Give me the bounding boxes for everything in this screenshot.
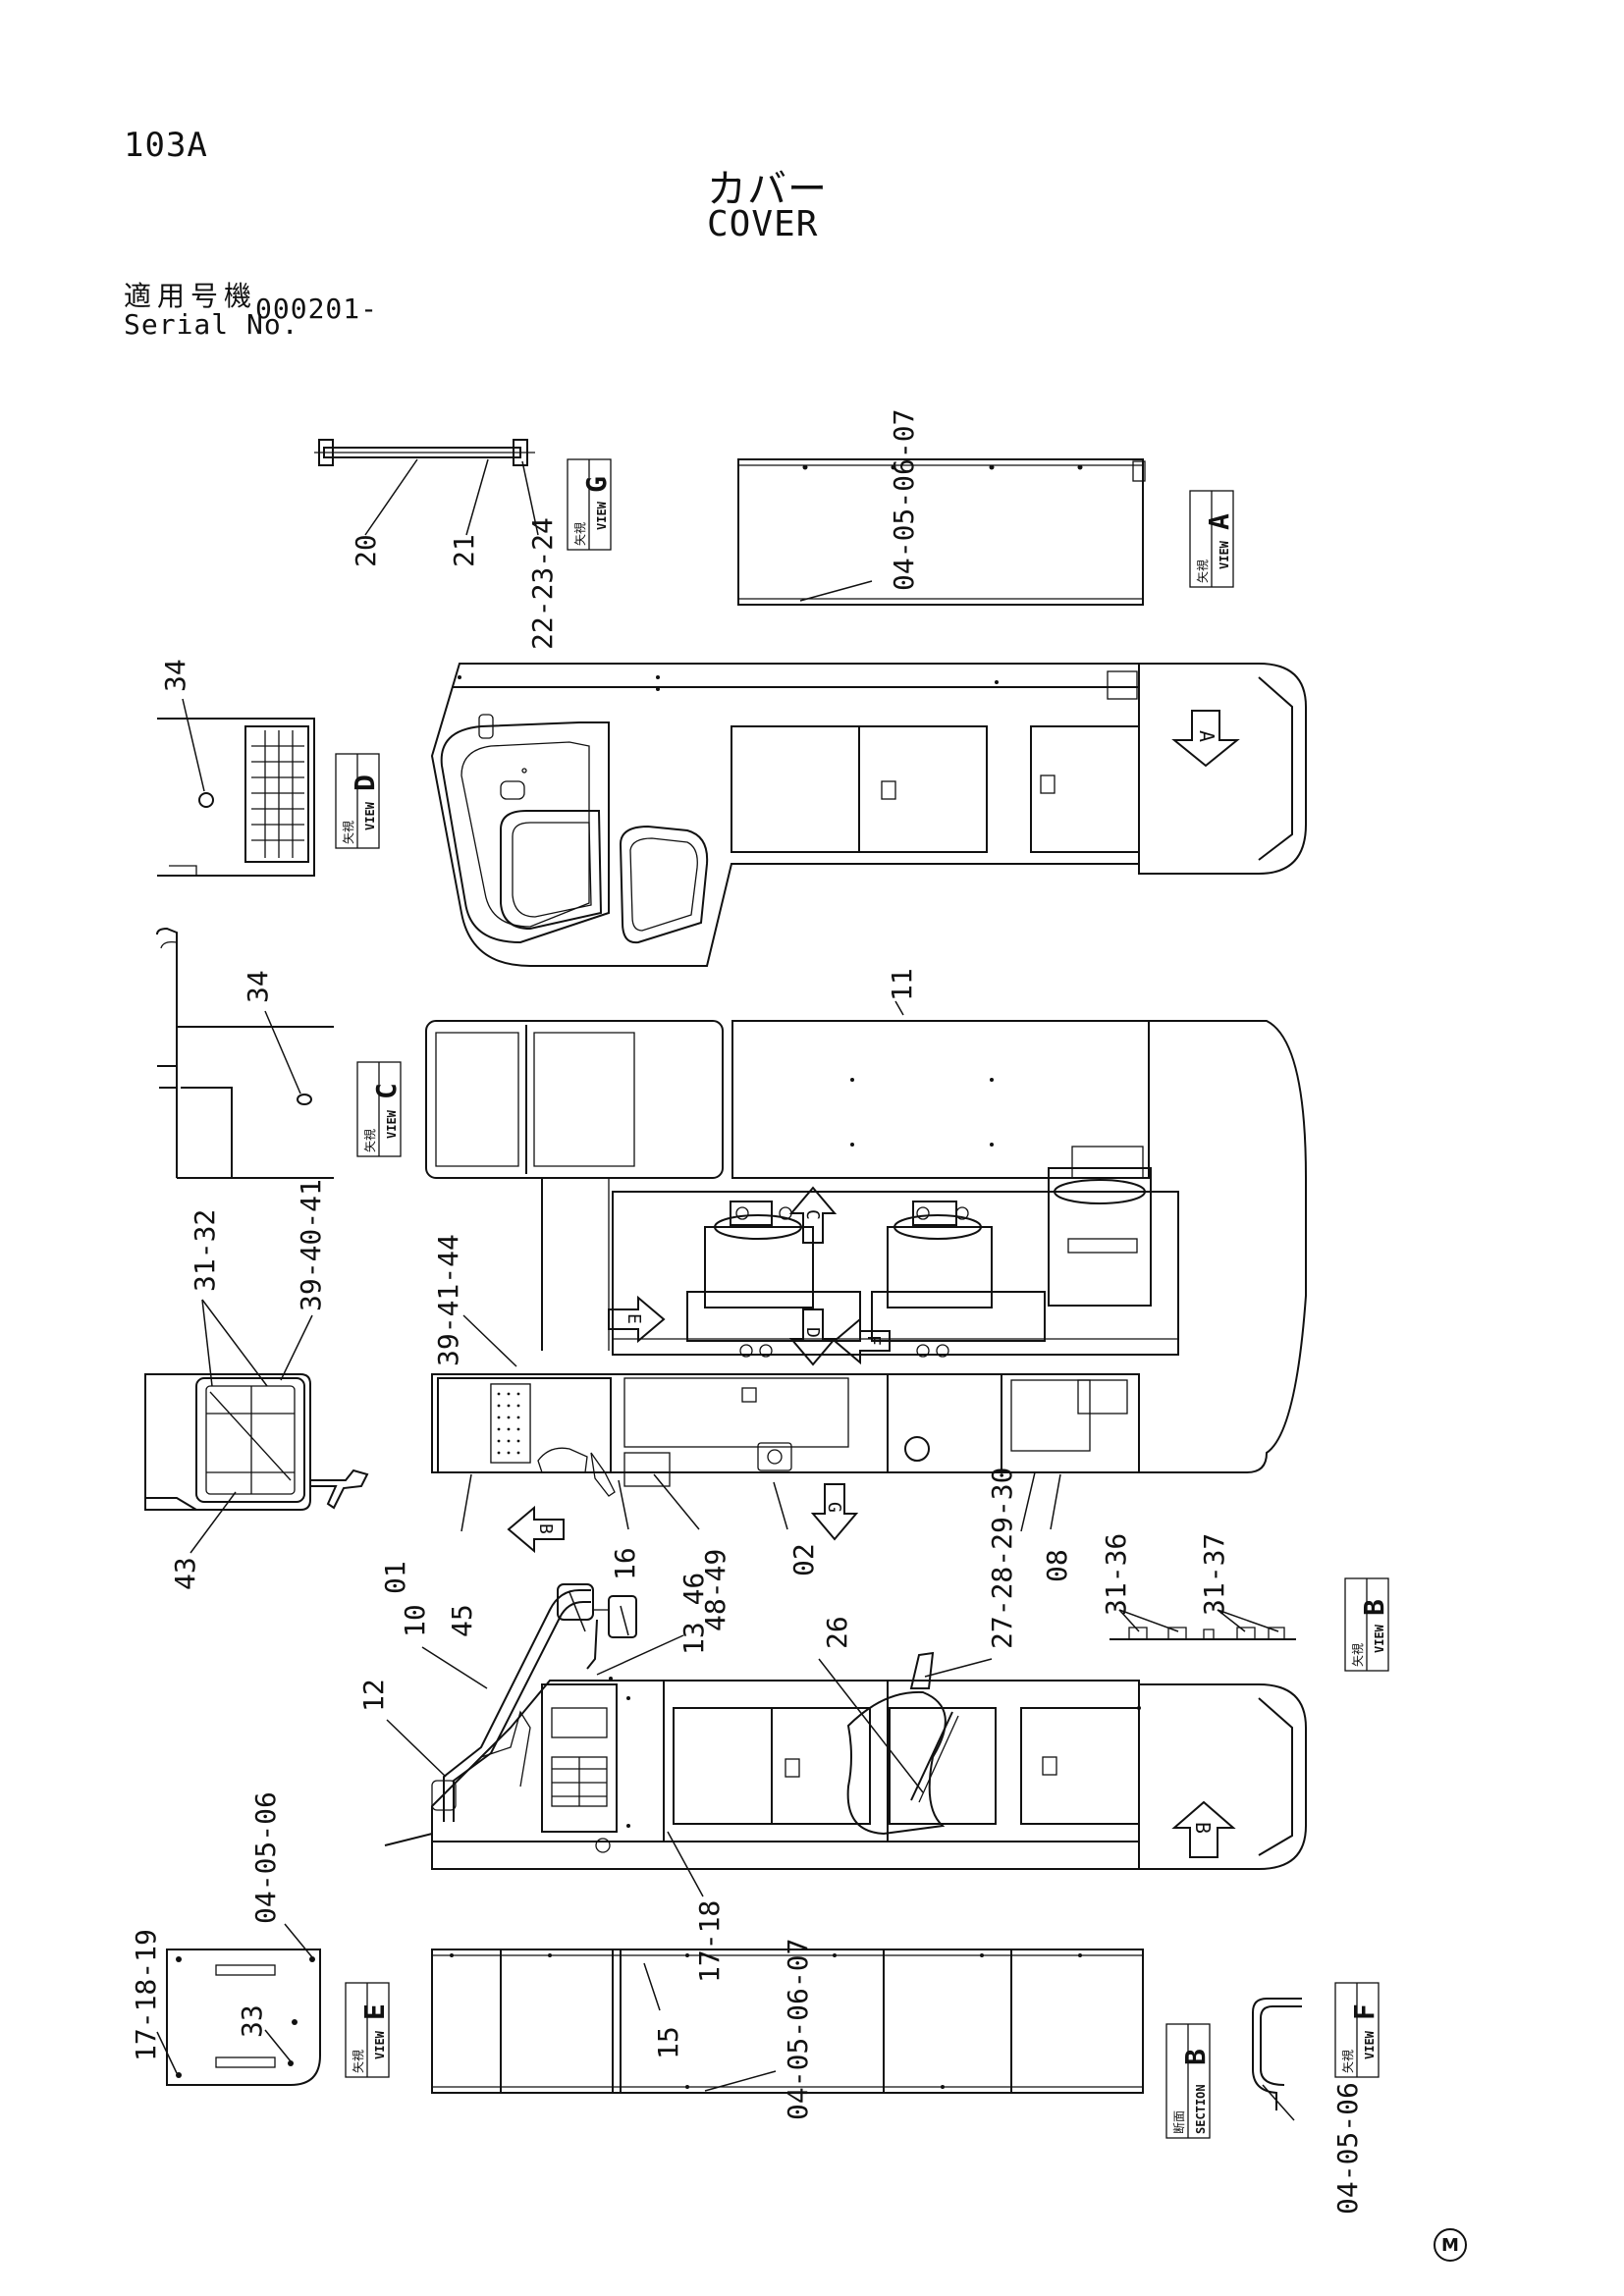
callout-17-18-19: 17-18-19: [130, 1929, 162, 2061]
callout-15: 15: [652, 2026, 684, 2059]
callout-20: 20: [350, 534, 382, 567]
window-detail: [144, 1299, 369, 1554]
view-c-panel: [156, 927, 334, 1179]
view-b-arrow: B: [1171, 1800, 1236, 1858]
callout-31-36: 31-36: [1100, 1533, 1132, 1616]
callout-34-view-c: 34: [242, 970, 274, 1003]
view-c-letter: C: [370, 1083, 403, 1099]
view-g-letter: G: [580, 476, 613, 493]
serial-label: Serial No.: [124, 308, 299, 341]
view-a-letter: A: [1203, 513, 1235, 530]
view-d-en: VIEW: [363, 801, 377, 830]
view-d-ja: 矢視: [341, 821, 355, 844]
view-a-panel: [737, 458, 1146, 606]
view-e-ja: 矢視: [351, 2050, 365, 2073]
callout-08: 08: [1041, 1549, 1073, 1582]
view-b-tag: 矢視 VIEW B: [1344, 1577, 1390, 1672]
view-e-panel: [156, 1923, 321, 2086]
section-arrows-lower: B G: [507, 1483, 859, 1554]
callout-34-view-d: 34: [159, 659, 191, 692]
section-b-tag: 断面 SECTION B: [1165, 2023, 1212, 2139]
view-f-en: VIEW: [1363, 2030, 1377, 2059]
callout-12: 12: [357, 1679, 390, 1712]
callout-33: 33: [236, 2004, 268, 2038]
callout-16: 16: [609, 1547, 641, 1580]
page-title: COVER: [707, 204, 819, 244]
view-e-tag: 矢視 VIEW E: [345, 1982, 391, 2078]
view-e-letter: E: [358, 2003, 391, 2020]
view-c-tag: 矢視 VIEW C: [356, 1061, 403, 1157]
section-b-ja: 断面: [1171, 2110, 1186, 2134]
callout-48-49: 48-49: [699, 1549, 731, 1631]
arrow-letter-g: G: [824, 1502, 844, 1513]
machine-plan-view: [425, 1000, 1307, 1473]
section-arrows-plan: C E D F: [608, 1186, 891, 1366]
view-d-letter: D: [349, 774, 381, 791]
callout-13-46: 13 46: [677, 1573, 710, 1655]
callout-27-28-29-30: 27-28-29-30: [986, 1468, 1018, 1649]
callout-43: 43: [169, 1557, 201, 1590]
arrow-letter-e: E: [623, 1313, 644, 1324]
view-c-en: VIEW: [385, 1109, 399, 1139]
view-b-en: VIEW: [1373, 1624, 1386, 1653]
callout-04-05-06-view-f: 04-05-06: [1331, 2082, 1364, 2215]
section-b-en: SECTION: [1194, 2084, 1208, 2134]
callout-45: 45: [446, 1604, 478, 1637]
arrow-letter-b-lower: B: [1191, 1822, 1215, 1834]
view-f-ja: 矢視: [1340, 2050, 1355, 2073]
callout-31-32: 31-32: [189, 1209, 221, 1292]
callout-10: 10: [399, 1604, 431, 1637]
arrow-letter-f: F: [863, 1335, 884, 1346]
callout-04-05-06-07-view-a: 04-05-06-07: [888, 409, 920, 591]
callout-26: 26: [821, 1616, 853, 1649]
machine-plan-lower: [431, 1314, 1140, 1532]
page-title-japanese: カバー: [707, 167, 828, 212]
view-f-panel: [1252, 1998, 1302, 2121]
callout-31-37: 31-37: [1198, 1533, 1230, 1616]
callout-04-05-06-07-section-b: 04-05-06-07: [782, 1939, 814, 2120]
arrow-letter-a: A: [1195, 730, 1218, 742]
arrow-letter-b: B: [535, 1523, 556, 1534]
callout-11: 11: [886, 968, 918, 1001]
view-a-tag: 矢視 VIEW A: [1189, 490, 1235, 588]
callout-21: 21: [448, 534, 480, 567]
callout-39-41-44: 39-41-44: [432, 1234, 464, 1366]
view-d-tag: 矢視 VIEW D: [335, 753, 381, 849]
arrow-letter-c: C: [802, 1209, 823, 1220]
manufacturer-mark: M: [1434, 2228, 1467, 2262]
view-a-en: VIEW: [1218, 540, 1231, 569]
serial-label-japanese: 適用号機: [124, 280, 258, 312]
section-b-detail: [1110, 1609, 1296, 1640]
section-b-panel: [431, 1949, 1144, 2094]
callout-22-23-24: 22-23-24: [526, 517, 559, 650]
view-a-ja: 矢視: [1195, 560, 1210, 583]
view-d-panel: [157, 698, 315, 877]
view-b-letter: B: [1358, 1599, 1390, 1616]
callout-01: 01: [379, 1561, 411, 1594]
callout-17-18: 17-18: [693, 1900, 726, 1983]
view-a-arrow: A: [1171, 710, 1240, 768]
machine-side-view-lower: [384, 1583, 1307, 1897]
callout-04-05-06-view-e: 04-05-06: [249, 1791, 282, 1924]
view-g-en: VIEW: [595, 501, 609, 530]
arrow-letter-d: D: [802, 1327, 823, 1338]
view-e-en: VIEW: [373, 2030, 387, 2059]
section-b-letter: B: [1179, 2049, 1212, 2065]
view-g-bracket: [314, 439, 539, 536]
page-number: 103A: [124, 126, 208, 165]
machine-side-view-upper: [430, 663, 1307, 967]
view-b-ja: 矢視: [1350, 1643, 1365, 1667]
view-f-letter: F: [1348, 2003, 1380, 2020]
view-c-ja: 矢視: [362, 1129, 377, 1152]
callout-39-40-41: 39-40-41: [295, 1179, 327, 1311]
callout-02: 02: [787, 1543, 820, 1576]
view-g-ja: 矢視: [572, 522, 587, 546]
serial-number-value: 000201-: [255, 293, 379, 325]
view-g-tag: 矢視 VIEW G: [567, 458, 613, 551]
view-f-tag: 矢視 VIEW F: [1334, 1982, 1380, 2078]
